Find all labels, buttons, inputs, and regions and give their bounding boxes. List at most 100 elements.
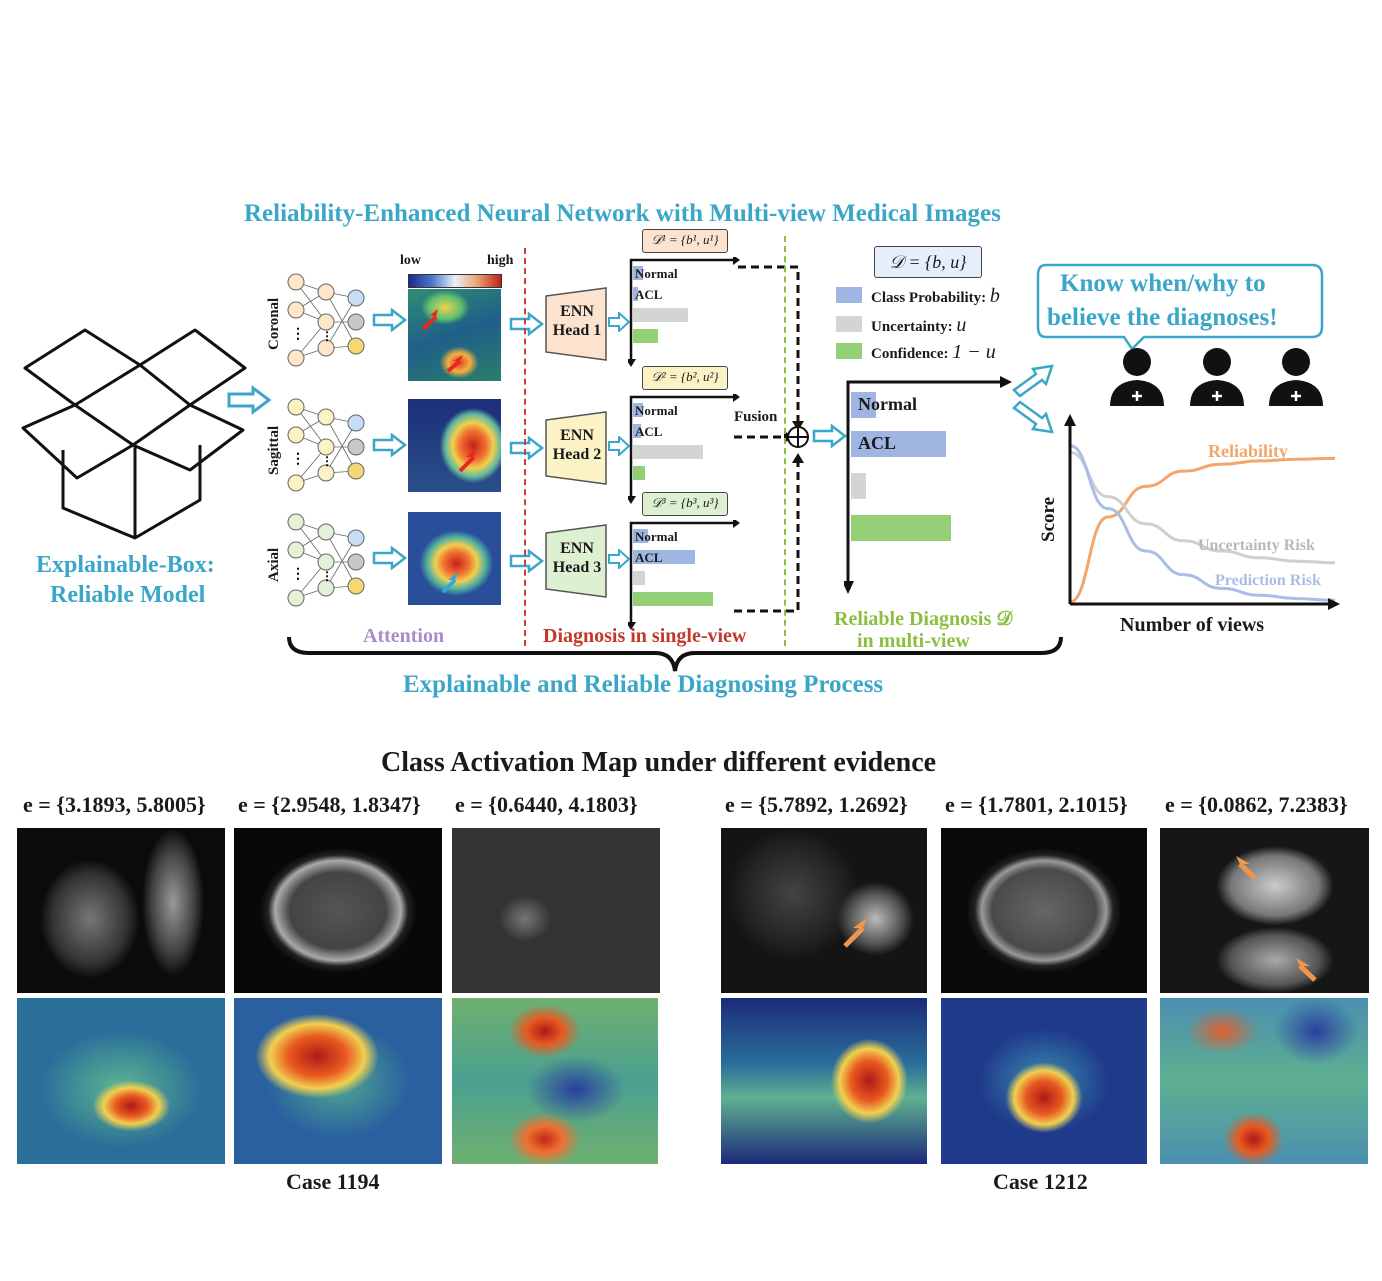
arrow-icon [812,424,848,448]
cam-title: Class Activation Map under different evi… [381,747,937,778]
box-label-line1: Explainable-Box: [36,552,215,578]
evidence-label: e = {0.6440, 4.1803} [455,792,638,817]
attention-map-axial [408,512,501,605]
box-label-line2: Reliable Model [50,582,206,608]
view-opinion-2: 𝒟² = {b², u²} [642,366,728,390]
cam-heatmap [452,998,658,1164]
arrow-icon [372,546,408,570]
bar-normal-label: Normal [635,529,678,544]
legend-probability: Class Probability: b [871,285,1000,307]
arrow-icon [509,312,545,336]
svg-text:⋮: ⋮ [321,454,333,468]
doctor-icon [1110,348,1164,406]
process-label: Explainable and Reliable Diagnosing Proc… [403,671,884,698]
fusion-connectors [734,265,809,613]
series-line-2 [1069,444,1336,602]
svg-text:⋮: ⋮ [291,567,305,582]
single-view-panel-1: Normal ACL [628,257,740,367]
bar-normal-label: Normal [858,394,917,414]
case-label: Case 1194 [286,1169,380,1194]
svg-text:⋮: ⋮ [321,329,333,343]
series-label-uncertainty: Uncertainty Risk [1198,537,1315,554]
neural-network-icon-3: ⋮⋮ [287,513,365,607]
single-view-panel-3: Normal ACL [628,520,740,630]
legend-uncertainty: Uncertainty: u [871,314,967,336]
bar-acl-label: ACL [635,287,663,302]
bar-confidence [633,592,713,606]
bar-acl [633,287,638,301]
bar-acl-label: ACL [858,433,897,453]
single-view-panel-2: Normal ACL [628,394,740,504]
bar-confidence [633,466,645,480]
arrow-icon [608,436,631,456]
series-line-1 [1069,450,1336,565]
divider-red [524,248,526,646]
bubble-line1: Know when/why to [1060,270,1266,297]
case-label: Case 1212 [993,1169,1088,1194]
view-label-sagittal: Sagittal [266,425,282,475]
cam-heatmap [721,998,927,1164]
mri-image [234,828,442,993]
divider-green [784,236,786,646]
brace-icon [287,636,1063,672]
series-line-0 [1069,456,1336,604]
legend-swatch-confidence [836,343,862,359]
bar-confidence [633,329,658,343]
chart-ylabel: Score [1038,496,1059,542]
evidence-label: e = {2.9548, 1.8347} [238,792,421,817]
arrows-to-right-icon [1012,364,1054,434]
bar-acl-label: ACL [635,424,663,439]
evidence-label: e = {3.1893, 5.8005} [23,792,206,817]
neural-network-icon-1: ⋮⋮ [287,273,365,367]
enn-head-1 [545,287,607,361]
cam-heatmap [234,998,442,1164]
attention-map-coronal [408,289,501,381]
open-box-icon [21,328,247,540]
label-reliable-line2: in multi-view [857,630,970,652]
bar-normal [633,266,643,280]
view-opinion-1: 𝒟¹ = {b¹, u¹} [642,229,728,253]
mri-image [17,828,225,993]
svg-text:⋮: ⋮ [321,569,333,583]
box-arrow-icon [227,385,272,415]
doctor-icon [1269,348,1323,406]
svg-text:⋮: ⋮ [291,327,305,342]
doctor-icon [1190,348,1244,406]
bar-normal-label: Normal [635,266,678,281]
view-opinion-3: 𝒟³ = {b³, u³} [642,492,728,516]
enn-head-3 [545,524,607,598]
view-label-axial: Axial [266,547,282,582]
neural-network-icon-2: ⋮⋮ [287,398,365,492]
evidence-label: e = {5.7892, 1.2692} [725,792,908,817]
combined-opinion: 𝒟 = {b, u} [874,246,982,278]
arrow-icon [608,549,631,569]
diagram-title: Reliability-Enhanced Neural Network with… [244,200,1001,227]
colorbar-low-label: low [400,253,421,268]
colorbar-high-label: high [487,253,514,268]
bar-normal [633,403,643,417]
attention-map-sagittal [408,399,501,492]
bar-acl [633,550,695,564]
svg-text:⋮: ⋮ [291,452,305,467]
series-label-prediction: Prediction Risk [1215,572,1321,589]
chart-xlabel: Number of views [1120,614,1265,636]
multi-view-panel: Normal ACL [844,376,1014,596]
speech-bubble [1036,263,1324,351]
series-label-reliability: Reliability [1208,441,1288,461]
mri-image [452,828,660,993]
enn-head-2 [545,411,607,485]
view-label-coronal: Coronal [266,297,282,350]
mri-image [941,828,1147,993]
reliability-chart [1064,414,1340,610]
cam-heatmap [1160,998,1368,1164]
colorbar [408,274,502,288]
bar-normal-label: Normal [635,403,678,418]
arrow-icon [372,433,408,457]
bar-acl-label: ACL [635,550,663,565]
arrow-icon [372,308,408,332]
bar-uncertainty [851,473,866,499]
bar-normal [633,529,648,543]
evidence-label: e = {1.7801, 2.1015} [945,792,1128,817]
